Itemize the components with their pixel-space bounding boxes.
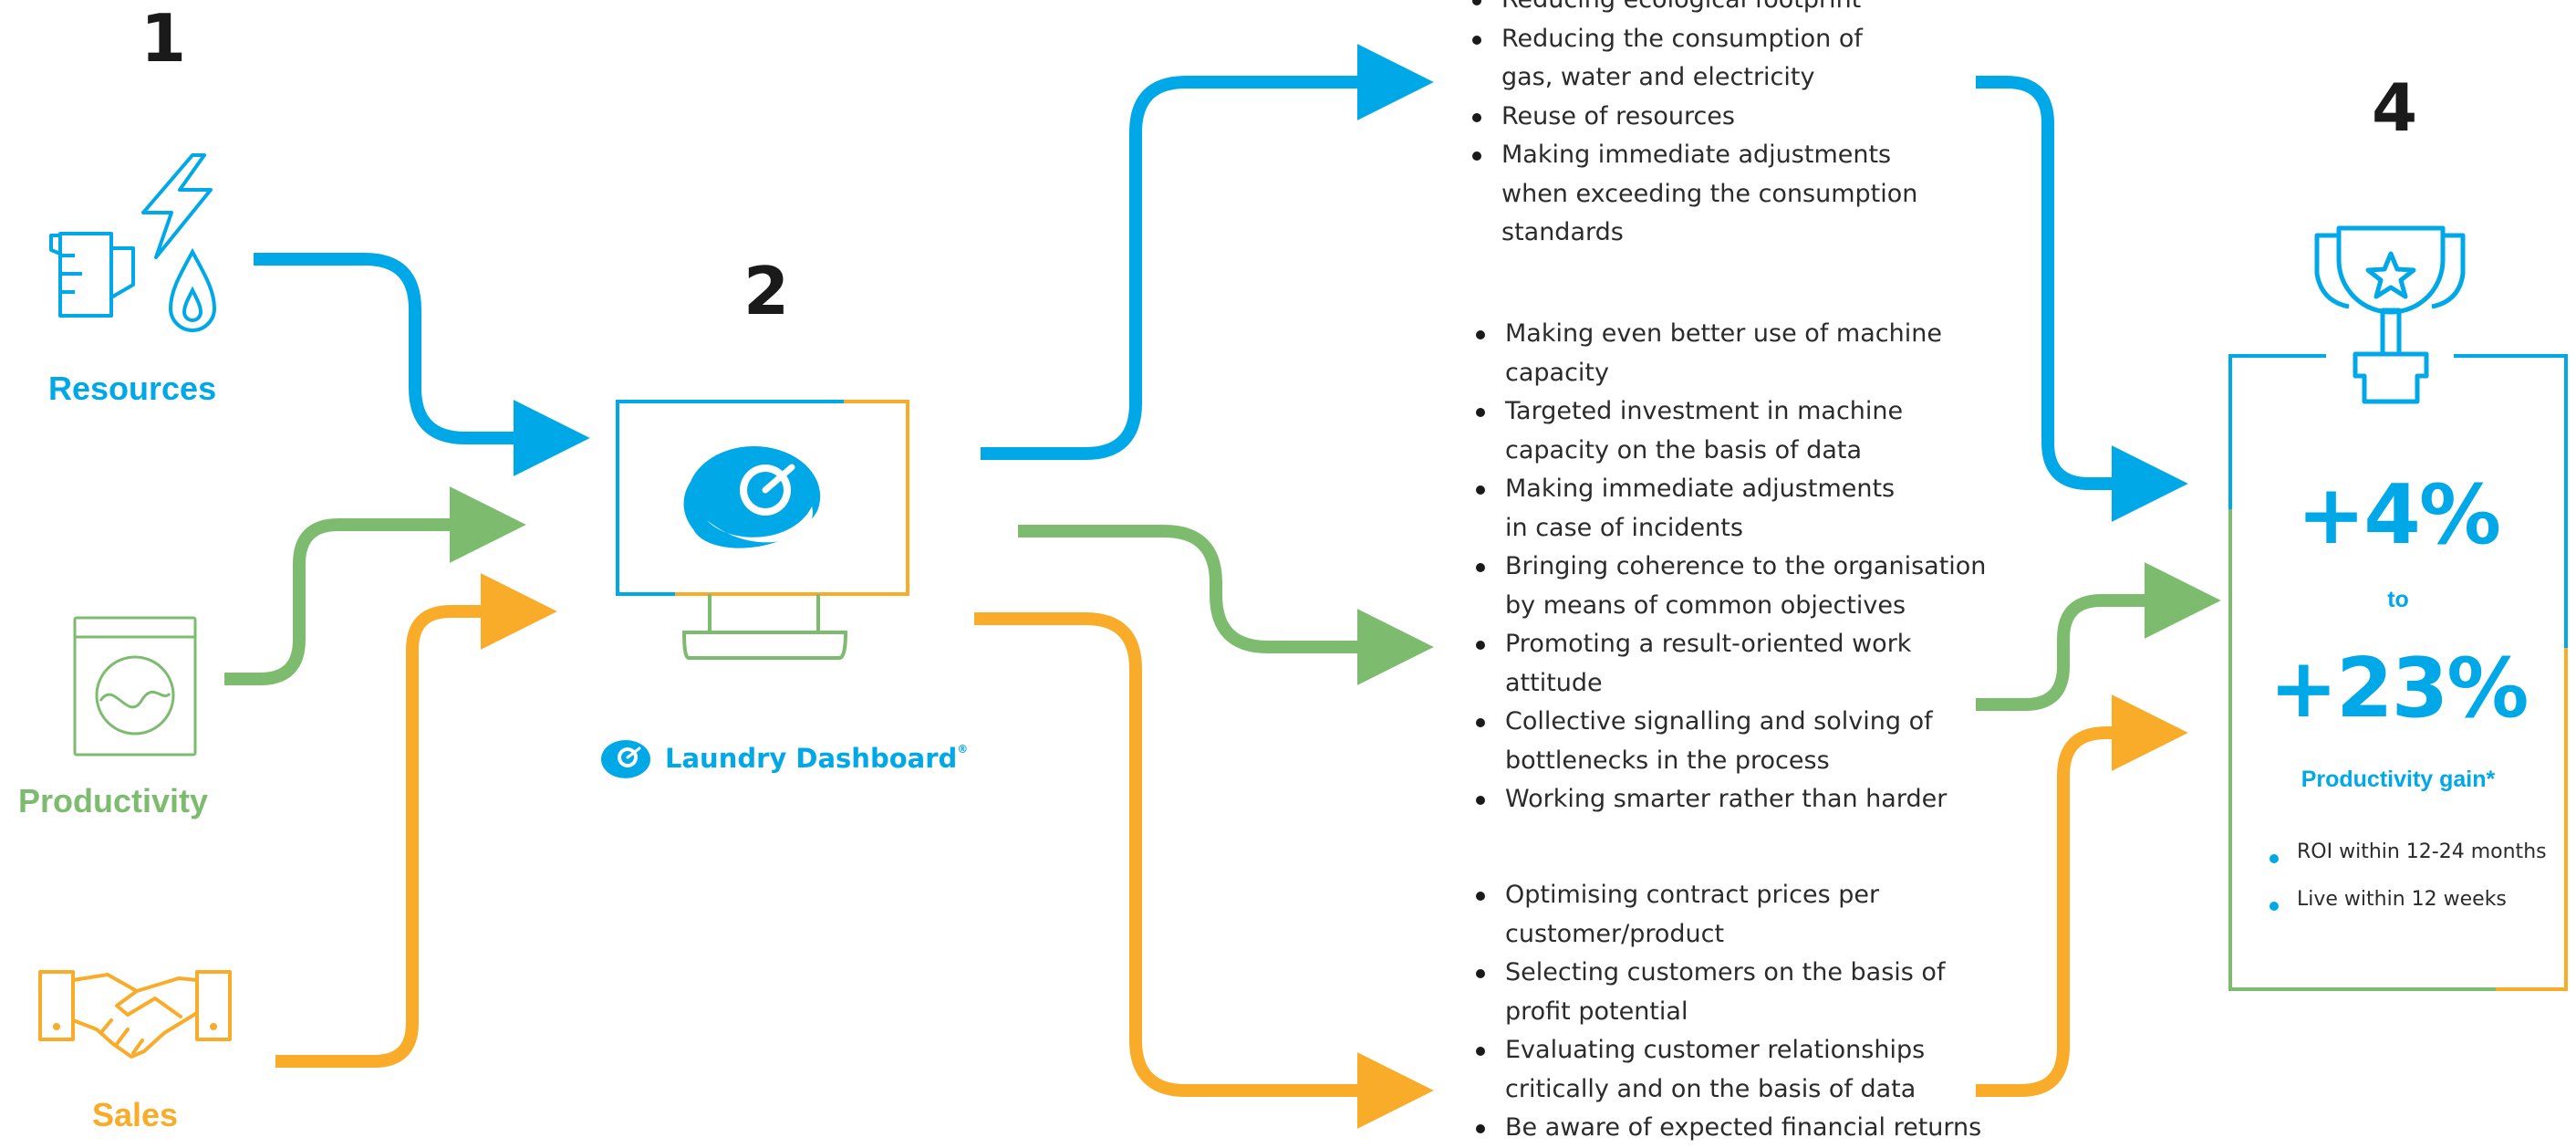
step-number-2: 2: [743, 253, 790, 329]
result-high-value: +23%: [2269, 641, 2529, 736]
resources-benefits-list: Reducing ecological footprint Reducing t…: [1470, 0, 1917, 253]
productivity-benefits-list: Making even better use of machine capaci…: [1474, 315, 1986, 819]
list-item: Reuse of resources: [1470, 98, 1917, 137]
brand-wordmark: Laundry Dashboard®: [665, 743, 968, 774]
result-connector: to: [2387, 587, 2409, 612]
step-number-1: 1: [140, 0, 187, 77]
dashboard-to-resources-list-arrow: [981, 44, 1434, 460]
result-low-value: +4%: [2296, 467, 2501, 563]
category-label-sales: Sales: [92, 1096, 179, 1133]
dashboard-to-sales-list-arrow: [974, 612, 1434, 1129]
category-label-productivity: Productivity: [18, 782, 209, 819]
brand-name: Laundry Dashboard: [665, 743, 958, 774]
list-item: Evaluating customer relationships critic…: [1474, 1031, 1981, 1109]
list-item: ROI within 12-24 months: [2270, 829, 2547, 876]
trophy-icon: [2314, 225, 2466, 404]
water-drop-icon: [168, 247, 217, 332]
list-item: Bringing coherence to the organisation b…: [1474, 548, 1986, 625]
sales-list-to-result-arrow: [1976, 694, 2188, 1097]
list-item: Making immediate adjustments in case of …: [1474, 470, 1986, 548]
sales-to-dashboard-arrow: [275, 573, 557, 1068]
dashboard-to-productivity-list-arrow: [1018, 525, 1434, 685]
list-item: Working smarter rather than harder: [1474, 780, 1986, 819]
sales-benefits-list: Optimising contract prices per customer/…: [1474, 876, 1981, 1148]
washing-machine-icon: [73, 616, 197, 757]
resources-list-to-result-arrow: [1976, 76, 2188, 522]
result-bullets: ROI within 12-24 months Live within 12 w…: [2270, 829, 2547, 924]
list-item: Making immediate adjustments when exceed…: [1470, 136, 1917, 253]
list-item: Reducing ecological footprint: [1470, 0, 1917, 20]
category-label-resources: Resources: [48, 370, 217, 407]
list-item: Be aware of expected financial returns: [1474, 1109, 1981, 1148]
step-number-4: 4: [2372, 69, 2418, 146]
lightning-bolt-icon: [141, 153, 213, 259]
brand-mark-icon: [601, 740, 650, 782]
list-item: Targeted investment in machine capacity …: [1474, 392, 1986, 470]
dashboard-logo-icon: [683, 445, 821, 548]
list-item: Reducing the consumption of gas, water a…: [1470, 20, 1917, 98]
result-caption: Productivity gain*: [2301, 767, 2496, 792]
measuring-jug-icon: [49, 232, 135, 318]
list-item: Promoting a result-oriented work attitud…: [1474, 625, 1986, 703]
result-box: [2228, 354, 2568, 991]
list-item: Selecting customers on the basis of prof…: [1474, 954, 1981, 1031]
monitor-icon: [616, 400, 909, 660]
productivity-list-to-result-arrow: [1976, 562, 2221, 711]
list-item: Live within 12 weeks: [2270, 876, 2547, 924]
handshake-icon: [38, 970, 232, 1059]
list-item: Making even better use of machine capaci…: [1474, 315, 1986, 392]
list-item: Collective signalling and solving of bot…: [1474, 703, 1986, 780]
brand-registered-mark: ®: [957, 743, 969, 756]
productivity-to-dashboard-arrow: [224, 486, 526, 685]
list-item: Optimising contract prices per customer/…: [1474, 876, 1981, 954]
resources-to-dashboard-arrow: [254, 253, 590, 476]
